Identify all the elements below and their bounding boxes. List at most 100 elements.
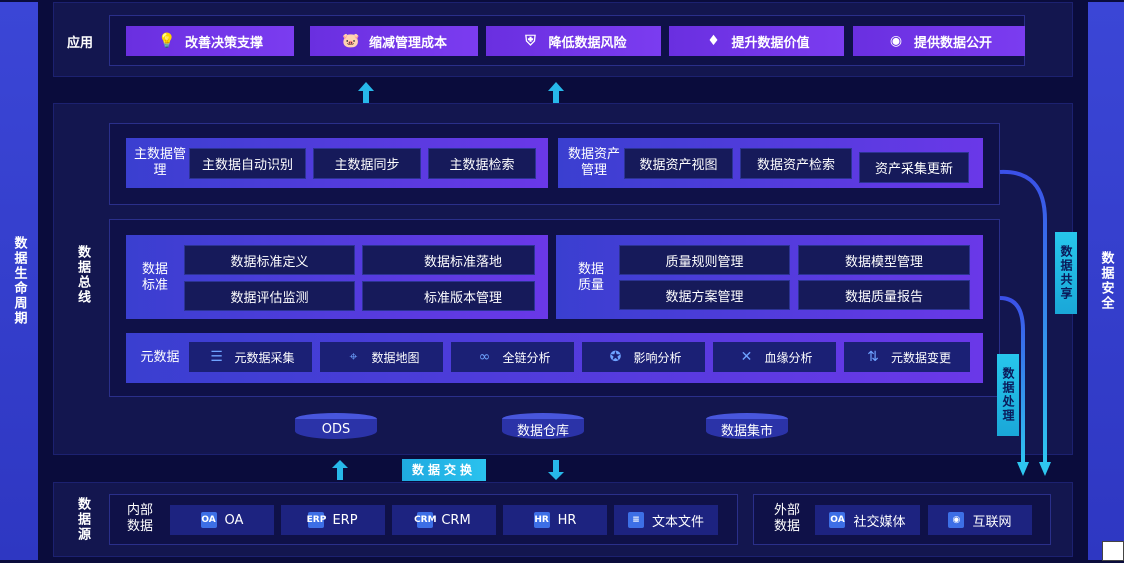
quality-item-2[interactable]: 数据模型管理 bbox=[798, 245, 970, 275]
right-security-bar: 数据安全 bbox=[1088, 2, 1124, 560]
meta-item-label: 元数据采集 bbox=[234, 350, 295, 365]
meta-item-label: 全链分析 bbox=[502, 350, 551, 365]
crm-icon: CRM bbox=[414, 512, 437, 528]
meta-item-label: 数据地图 bbox=[371, 350, 420, 365]
internal-source-2[interactable]: ERP ERP bbox=[281, 505, 385, 535]
standard-item-2[interactable]: 数据标准落地 bbox=[362, 245, 535, 275]
flow-arrows bbox=[999, 169, 1051, 476]
source-label: 文本文件 bbox=[651, 514, 704, 530]
storage-label: ODS bbox=[321, 421, 351, 437]
app-item-label: 改善决策支撑 bbox=[184, 35, 263, 51]
standard-item-4[interactable]: 标准版本管理 bbox=[362, 281, 535, 311]
meta-item-1[interactable]: ☰ 元数据采集 bbox=[189, 342, 312, 372]
up-arrow-right bbox=[548, 82, 564, 104]
meta-item-5[interactable]: ✕ 血缘分析 bbox=[713, 342, 836, 372]
app-item-1[interactable]: 💡 改善决策支撑 bbox=[126, 26, 294, 56]
external-source-2[interactable]: ◉ 互联网 bbox=[928, 505, 1032, 535]
storage-2: 数据仓库 bbox=[502, 413, 584, 441]
app-item-2[interactable]: 🐷 缩减管理成本 bbox=[310, 26, 478, 56]
asset-item-1[interactable]: 数据资产视图 bbox=[624, 148, 733, 179]
master-data-label: 主数据管理 bbox=[134, 147, 187, 178]
quality-item-4[interactable]: 数据质量报告 bbox=[798, 280, 970, 310]
meta-item-label: 血缘分析 bbox=[764, 350, 813, 365]
globe-icon: ◉ bbox=[948, 512, 965, 528]
app-item-label: 降低数据风险 bbox=[548, 35, 627, 51]
meta-item-2[interactable]: ⌖ 数据地图 bbox=[320, 342, 443, 372]
storage-3: 数据集市 bbox=[706, 413, 788, 441]
hr-icon: HR bbox=[533, 512, 550, 528]
standard-item-3[interactable]: 数据评估监测 bbox=[184, 281, 355, 311]
app-item-label: 提供数据公开 bbox=[913, 35, 992, 51]
medal-icon: ✪ bbox=[609, 349, 622, 365]
up-arrow-left bbox=[358, 82, 374, 104]
lightbulb-icon: 💡 bbox=[158, 33, 176, 49]
storage-label: 数据仓库 bbox=[516, 423, 569, 439]
quality-item-1[interactable]: 质量规则管理 bbox=[619, 245, 790, 275]
meta-item-label: 影响分析 bbox=[633, 350, 682, 365]
source-label: ERP bbox=[332, 512, 358, 528]
internal-source-5[interactable]: ≡ 文本文件 bbox=[614, 505, 718, 535]
data-source-label: 数据源 bbox=[75, 497, 90, 542]
cylinder-body: 数据仓库 bbox=[502, 419, 584, 439]
social-icon: OA bbox=[829, 512, 846, 528]
app-item-3[interactable]: ⛨ 降低数据风险 bbox=[486, 26, 661, 56]
app-item-4[interactable]: ♦ 提升数据价值 bbox=[669, 26, 844, 56]
storage-1: ODS bbox=[295, 413, 377, 441]
data-bus-label: 数据总线 bbox=[75, 245, 90, 305]
external-source-label: 外部数据 bbox=[773, 503, 800, 534]
diamond-icon: ♦ bbox=[707, 33, 720, 49]
dna-icon: ✕ bbox=[740, 349, 753, 365]
cylinder-body: ODS bbox=[295, 419, 377, 439]
eye-icon: ◉ bbox=[889, 33, 903, 49]
data-quality-label: 数据质量 bbox=[577, 262, 604, 293]
oa-icon: OA bbox=[200, 512, 217, 528]
exchange-up-arrow bbox=[332, 460, 348, 480]
data-share-label: 数据共享 bbox=[1055, 232, 1077, 314]
lifecycle-label: 数据生命周期 bbox=[11, 236, 27, 326]
app-item-label: 缩减管理成本 bbox=[368, 35, 447, 51]
database-icon: ☰ bbox=[210, 349, 223, 365]
quality-item-3[interactable]: 数据方案管理 bbox=[619, 280, 790, 310]
internal-source-label: 内部数据 bbox=[126, 503, 153, 534]
erp-icon: ERP bbox=[307, 512, 326, 528]
internal-source-4[interactable]: HR HR bbox=[503, 505, 607, 535]
asset-management-label: 数据资产管理 bbox=[567, 147, 620, 178]
corner-mark bbox=[1102, 541, 1124, 561]
source-label: 社交媒体 bbox=[853, 514, 906, 530]
master-item-1[interactable]: 主数据自动识别 bbox=[189, 148, 306, 179]
standard-item-1[interactable]: 数据标准定义 bbox=[184, 245, 355, 275]
app-item-5[interactable]: ◉ 提供数据公开 bbox=[853, 26, 1025, 56]
cylinder-body: 数据集市 bbox=[706, 419, 788, 439]
source-label: OA bbox=[224, 512, 244, 528]
exchange-down-arrow bbox=[548, 460, 564, 480]
data-exchange-label: 数据交换 bbox=[402, 459, 486, 481]
meta-item-label: 元数据变更 bbox=[890, 350, 951, 365]
security-label: 数据安全 bbox=[1098, 251, 1114, 311]
shield-icon: ⛨ bbox=[525, 33, 536, 49]
document-icon: ≡ bbox=[627, 512, 644, 528]
application-label: 应用 bbox=[66, 36, 93, 51]
data-standard-label: 数据标准 bbox=[141, 262, 168, 293]
change-icon: ⇅ bbox=[867, 349, 879, 365]
meta-item-4[interactable]: ✪ 影响分析 bbox=[582, 342, 705, 372]
left-lifecycle-bar: 数据生命周期 bbox=[0, 2, 38, 560]
link-icon: ∞ bbox=[478, 349, 491, 365]
source-label: 互联网 bbox=[972, 514, 1012, 530]
asset-item-2[interactable]: 数据资产检索 bbox=[740, 148, 852, 179]
meta-item-3[interactable]: ∞ 全链分析 bbox=[451, 342, 574, 372]
storage-label: 数据集市 bbox=[720, 423, 773, 439]
source-label: CRM bbox=[441, 512, 471, 528]
master-item-3[interactable]: 主数据检索 bbox=[428, 148, 536, 179]
piggy-bank-icon: 🐷 bbox=[342, 33, 360, 49]
meta-item-6[interactable]: ⇅ 元数据变更 bbox=[844, 342, 970, 372]
app-item-label: 提升数据价值 bbox=[731, 35, 810, 51]
external-source-1[interactable]: OA 社交媒体 bbox=[815, 505, 920, 535]
map-icon: ⌖ bbox=[349, 349, 358, 365]
data-process-label: 数据处理 bbox=[997, 354, 1019, 436]
asset-item-3[interactable]: 资产采集更新 bbox=[859, 152, 969, 183]
internal-source-1[interactable]: OA OA bbox=[170, 505, 274, 535]
metadata-label: 元数据 bbox=[140, 350, 180, 365]
master-item-2[interactable]: 主数据同步 bbox=[313, 148, 421, 179]
source-label: HR bbox=[557, 512, 577, 528]
